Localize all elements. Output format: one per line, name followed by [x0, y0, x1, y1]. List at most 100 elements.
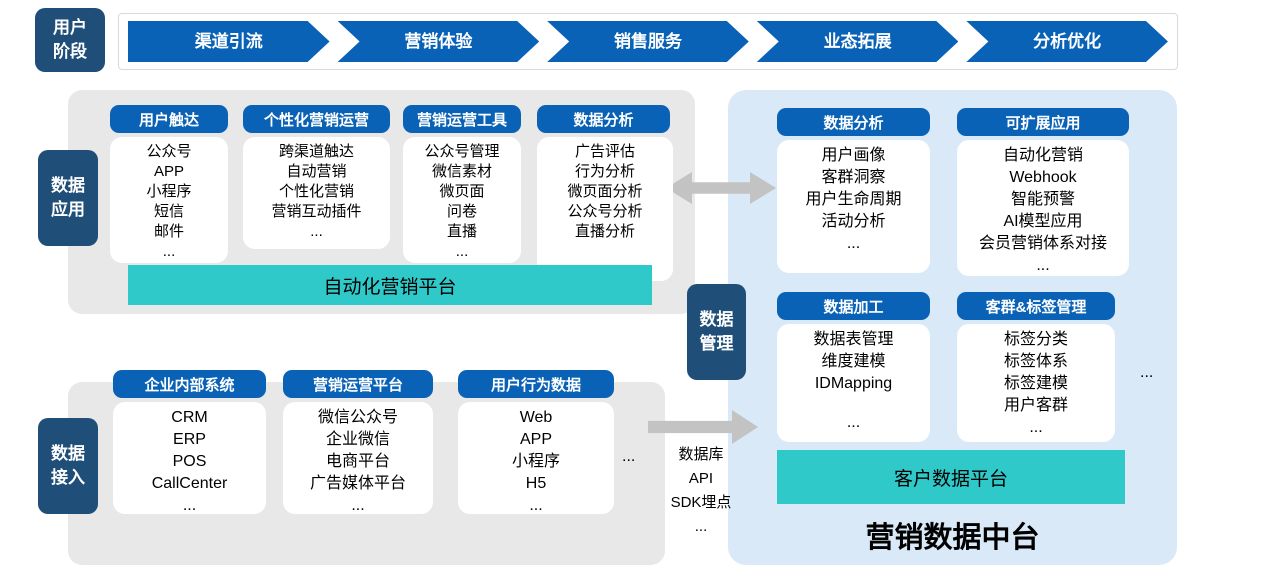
data-application-label-text: 数据应用 — [51, 176, 85, 219]
card-body-data-analysis-right: 用户画像客群洞察用户生命周期活动分析... — [777, 140, 930, 273]
card-header-user-reach: 用户触达 — [110, 105, 228, 133]
card-header-personalized-marketing: 个性化营销运营 — [243, 105, 390, 133]
list-item: 智能预警 — [1010, 191, 1075, 208]
automation-platform-bar: 自动化营销平台 — [128, 265, 652, 305]
card-body-data-analysis-left: 广告评估行为分析微页面分析公众号分析直播分析 — [537, 137, 673, 281]
list-item: 短信 — [153, 203, 184, 220]
list-item: 行为分析 — [574, 163, 635, 180]
list-item: 跨渠道触达 — [278, 143, 354, 160]
card-header-marketing-platforms: 营销运营平台 — [283, 370, 433, 398]
list-item: ... — [351, 497, 365, 514]
list-item: CallCenter — [151, 475, 228, 492]
card-header-data-processing: 数据加工 — [777, 292, 930, 320]
list-item: 个性化营销 — [278, 183, 354, 200]
data-application-label: 数据应用 — [38, 150, 98, 246]
data-access-label-text: 数据接入 — [51, 444, 85, 487]
list-item: CRM — [171, 409, 208, 426]
list-item: 维度建模 — [821, 353, 886, 370]
card-header-tag-management: 客群&标签管理 — [957, 292, 1115, 320]
stage-chevron-experience: 营销体验 — [338, 21, 540, 62]
stage-chevron-analysis: 分析优化 — [966, 21, 1168, 62]
card-header-data-analysis-left: 数据分析 — [537, 105, 670, 133]
list-item: 企业微信 — [325, 431, 390, 448]
user-stage-label: 用户阶段 — [35, 8, 105, 72]
list-item: 问卷 — [446, 203, 477, 220]
card-header-internal-systems: 企业内部系统 — [113, 370, 266, 398]
list-item: 公众号管理 — [424, 143, 500, 160]
list-item: 微页面 — [439, 183, 485, 200]
list-item: POS — [172, 453, 207, 470]
list-item: 公众号 — [146, 143, 192, 160]
list-item: 小程序 — [511, 453, 560, 470]
list-item: SDK埋点 — [670, 494, 732, 511]
list-item: Web — [519, 409, 553, 426]
list-item: ... — [846, 414, 861, 431]
list-item: 广告媒体平台 — [309, 475, 406, 492]
card-header-user-behavior-data: 用户行为数据 — [458, 370, 614, 398]
list-item: 会员营销体系对接 — [978, 235, 1107, 252]
list-item: ... — [310, 223, 323, 240]
card-header-data-analysis-right: 数据分析 — [777, 108, 930, 136]
card-header-marketing-tools: 营销运营工具 — [403, 105, 521, 133]
list-item: 标签分类 — [1003, 331, 1068, 348]
list-item: ... — [694, 518, 708, 535]
list-item: H5 — [525, 475, 547, 492]
list-item: 微页面分析 — [567, 183, 643, 200]
list-item: 活动分析 — [821, 213, 886, 230]
card-body-user-reach: 公众号 APP 小程序短信邮件... — [110, 137, 228, 263]
list-item: 用户客群 — [1003, 397, 1068, 414]
card-header-extensible-apps: 可扩展应用 — [957, 108, 1129, 136]
stage-chevron-row: 渠道引流 营销体验 销售服务 业态拓展 分析优化 — [128, 21, 1168, 62]
user-stage-label-text: 用户阶段 — [53, 18, 87, 61]
list-item: AI模型应用 — [1003, 213, 1083, 230]
list-item: ... — [162, 243, 176, 260]
card-body-tag-management: 标签分类标签体系标签建模用户客群... — [957, 324, 1115, 442]
list-item: 直播 — [446, 223, 477, 240]
list-item: 客群洞察 — [821, 169, 886, 186]
list-item: 数据表管理 — [813, 331, 894, 348]
list-item: ... — [1036, 257, 1050, 274]
list-item: 用户生命周期 — [805, 191, 902, 208]
more-sources-ellipsis: ... — [622, 448, 636, 465]
list-item: API — [688, 470, 714, 487]
customer-data-platform-bar: 客户数据平台 — [777, 450, 1125, 504]
list-item: 电商平台 — [325, 453, 390, 470]
list-item: 小程序 — [146, 183, 192, 200]
list-item: 自动化营销 — [1002, 147, 1083, 164]
list-item: ... — [455, 243, 469, 260]
data-management-label-text: 数据管理 — [699, 310, 734, 353]
card-body-marketing-platforms: 微信公众号企业微信电商平台广告媒体平台... — [283, 402, 433, 514]
stage-chevron-expansion: 业态拓展 — [757, 21, 959, 62]
data-access-label: 数据接入 — [38, 418, 98, 514]
list-item: ... — [846, 235, 861, 252]
list-item: 广告评估 — [574, 143, 635, 160]
data-management-label: 数据管理 — [687, 284, 746, 380]
card-body-internal-systems: CRM ERP POS CallCenter... — [113, 402, 266, 514]
list-item: Webhook — [1009, 169, 1077, 186]
list-item: 微信素材 — [431, 163, 492, 180]
list-item: APP — [519, 431, 552, 448]
list-item: ... — [1029, 419, 1043, 436]
list-item: 营销互动插件 — [271, 203, 362, 220]
list-item: 自动营销 — [286, 163, 347, 180]
list-item: 数据库 — [678, 446, 724, 463]
stage-chevron-sales: 销售服务 — [547, 21, 749, 62]
list-item: IDMapping — [814, 375, 893, 392]
list-item: APP — [153, 163, 184, 180]
list-item: 标签体系 — [1003, 353, 1068, 370]
list-item: 微信公众号 — [317, 409, 398, 426]
list-item: 直播分析 — [574, 223, 635, 240]
list-item: ... — [182, 497, 197, 514]
more-cards-ellipsis: ... — [1140, 364, 1154, 381]
list-item: 邮件 — [153, 223, 184, 240]
card-body-data-processing: 数据表管理维度建模 IDMapping... — [777, 324, 930, 442]
marketing-data-platform-title: 营销数据中台 — [865, 522, 1040, 554]
card-body-extensible-apps: 自动化营销 Webhook 智能预警 AI模型应用会员营销体系对接... — [957, 140, 1129, 276]
list-item: ... — [529, 497, 543, 514]
connector-labels: 数据库 API SDK埋点... — [656, 443, 746, 539]
card-body-marketing-tools: 公众号管理微信素材微页面问卷直播... — [403, 137, 521, 263]
list-item: 标签建模 — [1003, 375, 1068, 392]
list-item: ERP — [173, 431, 206, 448]
